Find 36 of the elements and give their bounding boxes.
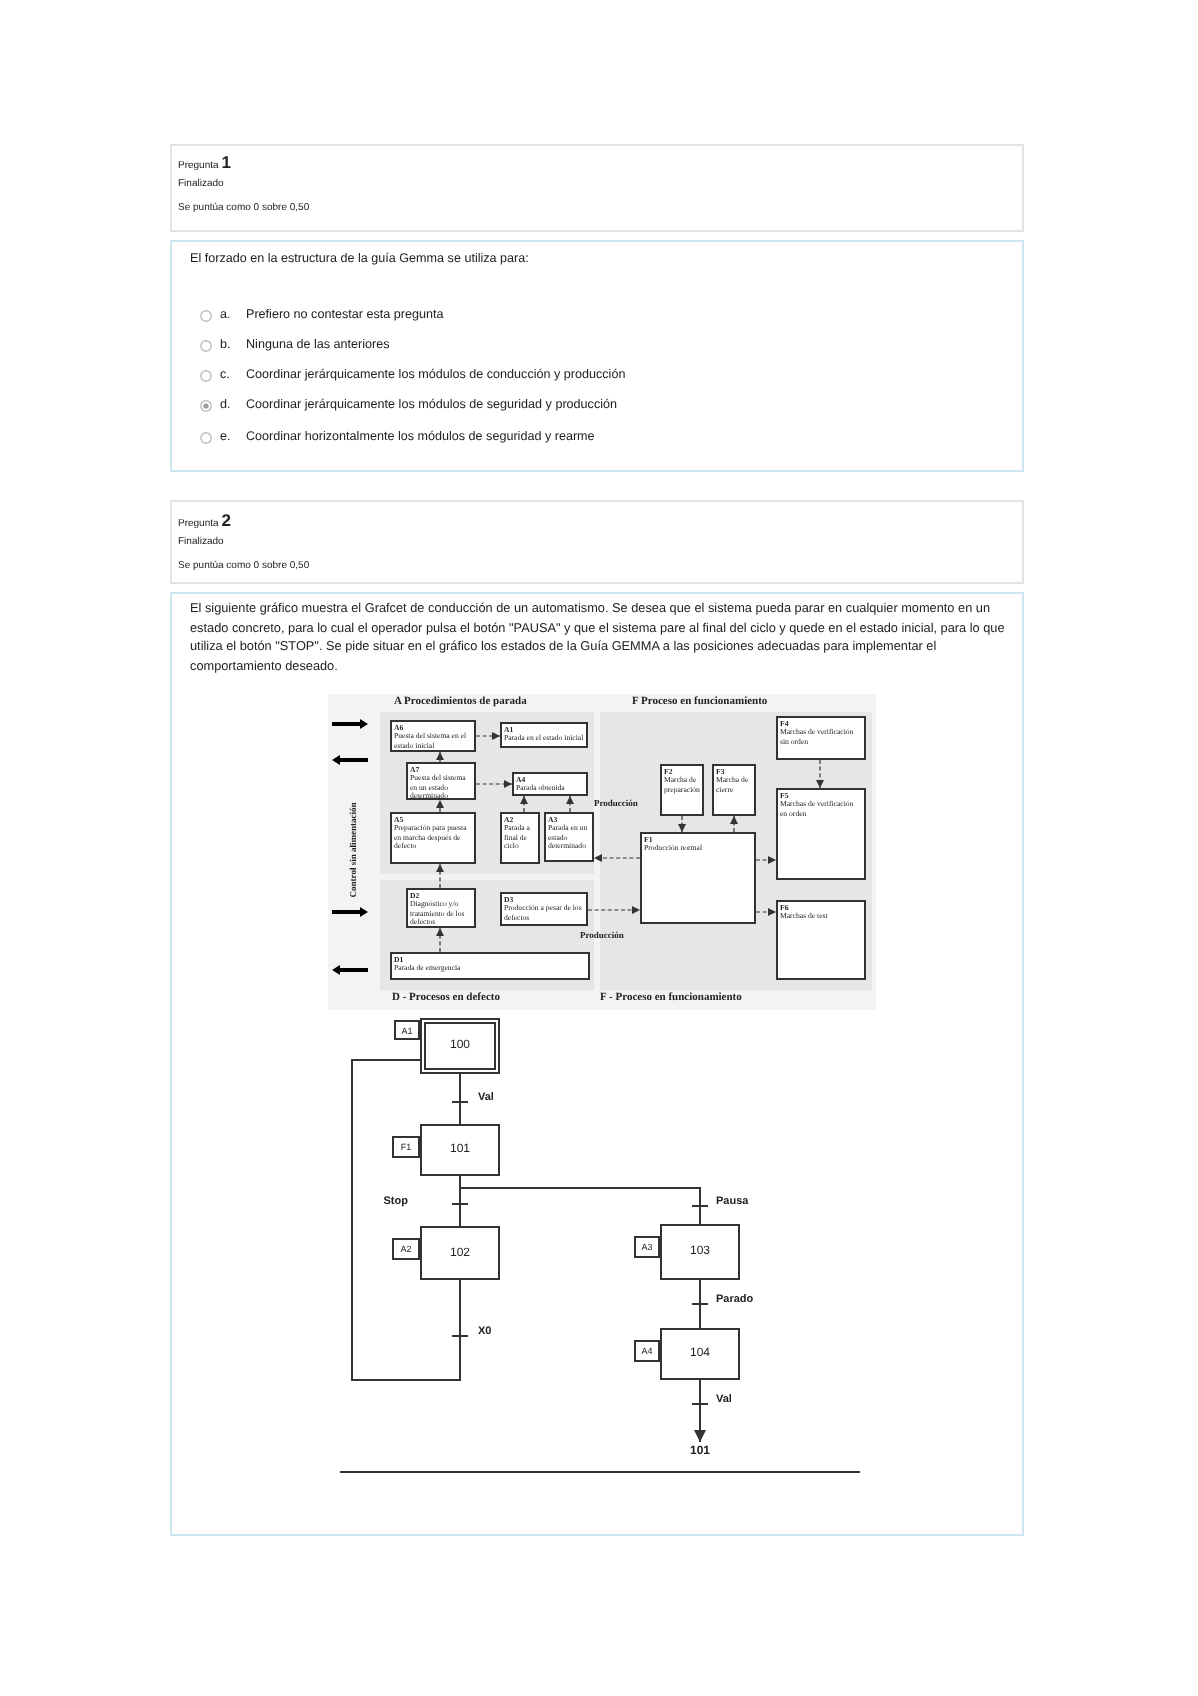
transition-arrow xyxy=(730,815,738,833)
transition-arrow xyxy=(678,815,686,833)
gemma-state-box xyxy=(406,888,476,928)
gemma-state-box xyxy=(776,900,866,980)
gemma-state-box xyxy=(390,952,590,980)
gemma-state-box xyxy=(512,772,588,796)
gemma-state-box xyxy=(390,720,476,752)
transition-arrow xyxy=(587,906,641,914)
transition-arrow xyxy=(520,795,528,813)
gemma-state-box xyxy=(660,764,704,816)
gemma-state-box xyxy=(776,716,866,760)
transition-arrow xyxy=(436,927,444,953)
transition-arrow xyxy=(566,795,574,813)
transition-arrow xyxy=(816,759,824,789)
grafcet-link xyxy=(459,1073,461,1125)
grafcet-link xyxy=(459,1175,701,1225)
transition-arrow xyxy=(436,863,444,889)
transition-arrow xyxy=(436,799,444,813)
transition-arrow xyxy=(755,856,777,864)
gemma-state-box xyxy=(640,832,756,924)
gemma-state-box xyxy=(776,788,866,880)
gemma-state-box xyxy=(500,722,588,748)
transition-arrow xyxy=(475,780,513,788)
transition-arrow xyxy=(475,732,501,740)
gemma-state-box xyxy=(406,762,476,800)
gemma-state-box xyxy=(500,812,540,864)
gemma-state-box xyxy=(390,812,476,864)
gemma-state-box xyxy=(500,892,588,926)
grafcet-link xyxy=(699,1279,701,1329)
gemma-state-box xyxy=(712,764,756,816)
transition-arrow xyxy=(593,854,641,862)
grafcet-link xyxy=(694,1379,706,1443)
transition-arrow xyxy=(436,751,444,763)
gemma-state-box xyxy=(544,812,594,862)
transition-arrow xyxy=(755,908,777,916)
grafcet-link xyxy=(351,1059,461,1381)
